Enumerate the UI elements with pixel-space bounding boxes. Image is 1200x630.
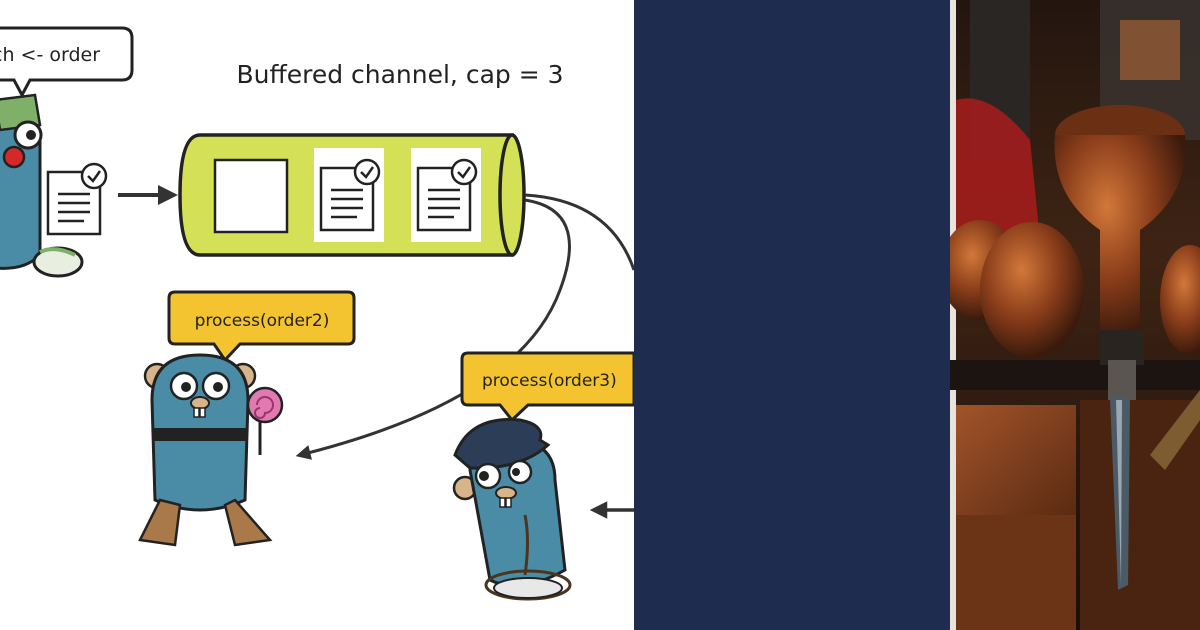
worker1-bubble-text: process(order2) — [195, 311, 330, 331]
gopher-worker-lollipop — [138, 353, 284, 547]
gopher-worker-lasso — [452, 417, 572, 601]
buffered-channel — [178, 133, 526, 257]
diagram-canvas: Buffered channel, cap = 3 ch <- order — [0, 26, 634, 601]
navy-background-panel — [634, 0, 950, 630]
panel-divider — [950, 0, 956, 630]
arrow-icon — [524, 193, 634, 271]
document-check-icon — [42, 152, 112, 242]
photo-canvas — [950, 0, 1200, 630]
arrow-icon — [295, 198, 571, 460]
worker2-speech-bubble: process(order3) — [460, 351, 634, 423]
sender-speech-bubble: ch <- order — [0, 26, 134, 99]
sender-bubble-text: ch <- order — [0, 44, 100, 66]
gopher-sender — [0, 93, 84, 278]
buffer-slot-filled — [314, 148, 384, 242]
diagram-title: Buffered channel, cap = 3 — [236, 60, 563, 89]
buffer-slot-filled — [411, 148, 481, 242]
worker1-speech-bubble: process(order2) — [167, 290, 356, 363]
channel-diagram: Buffered channel, cap = 3 ch <- order — [0, 26, 634, 601]
woodworking-tools-photo — [950, 0, 1200, 630]
worker2-bubble-text: process(order3) — [482, 371, 617, 391]
buffer-slot-empty — [213, 158, 289, 234]
